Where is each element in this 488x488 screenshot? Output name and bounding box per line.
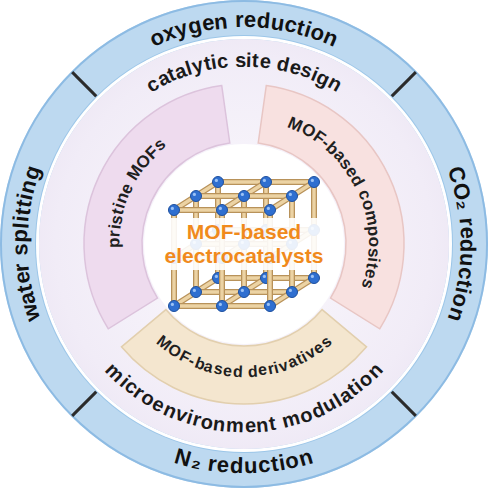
text-glyph: e — [244, 7, 257, 33]
text-glyph: s — [7, 243, 33, 256]
metal-node-highlight — [193, 193, 196, 196]
text-glyph: m — [226, 414, 245, 438]
metal-node-highlight — [267, 207, 270, 210]
metal-node — [239, 287, 250, 298]
text-glyph: s — [234, 48, 246, 71]
lattice-rod-edge — [222, 207, 270, 213]
metal-node — [265, 301, 276, 312]
metal-node-highlight — [171, 207, 174, 210]
text-glyph: n — [213, 8, 229, 35]
text-glyph: u — [454, 252, 480, 267]
metal-node-highlight — [263, 275, 266, 278]
lattice-rod — [174, 304, 222, 307]
metal-node — [169, 301, 180, 312]
text-glyph: p — [7, 229, 33, 243]
text-glyph: p — [104, 237, 124, 248]
metal-node-highlight — [219, 207, 222, 210]
text-glyph: p — [363, 225, 383, 237]
text-glyph: r — [104, 229, 124, 237]
text-glyph: n — [212, 412, 227, 436]
metal-node-highlight — [311, 179, 314, 182]
lattice-rod-edge — [174, 207, 222, 213]
metal-node-highlight — [193, 289, 196, 292]
text-glyph: c — [215, 49, 229, 73]
text-glyph: e — [216, 452, 231, 478]
ring-divider — [390, 72, 416, 98]
ring-divider — [72, 390, 98, 416]
metal-node — [169, 205, 180, 216]
metal-node-highlight — [263, 179, 266, 182]
lattice-rod-edge — [222, 303, 270, 309]
metal-node-highlight — [311, 275, 314, 278]
text-glyph: m — [360, 208, 382, 227]
text-glyph: e — [258, 49, 272, 73]
text-glyph: d — [455, 239, 480, 253]
metal-node-highlight — [241, 289, 244, 292]
text-glyph — [8, 255, 34, 263]
metal-node — [287, 191, 298, 202]
metal-node — [239, 191, 250, 202]
strategy-ring-band: pristine MOFsMOF-based compositesMOF-bas… — [39, 39, 449, 449]
metal-node-highlight — [215, 179, 218, 182]
metal-node — [217, 205, 228, 216]
text-glyph: u — [244, 453, 258, 479]
text-glyph: d — [247, 362, 258, 381]
text-glyph — [243, 363, 248, 381]
metal-node — [261, 177, 272, 188]
metal-node — [191, 287, 202, 298]
metal-node-highlight — [215, 275, 218, 278]
text-glyph: s — [364, 247, 384, 258]
metal-node — [217, 301, 228, 312]
text-glyph: e — [244, 414, 256, 437]
text-glyph — [228, 49, 235, 72]
lattice-rod — [174, 208, 222, 211]
metal-node-highlight — [289, 289, 292, 292]
center-hub: MOF-based electrocatalysts — [144, 144, 344, 344]
lattice-rod — [222, 208, 270, 211]
ring-divider — [390, 390, 416, 416]
metal-node — [191, 191, 202, 202]
text-glyph — [228, 8, 236, 34]
metal-node — [265, 205, 276, 216]
lattice-rod — [222, 304, 270, 307]
metal-node-highlight — [241, 193, 244, 196]
metal-node — [309, 177, 320, 188]
metal-node-highlight — [289, 193, 292, 196]
text-glyph: d — [232, 362, 243, 381]
text-glyph: e — [222, 361, 233, 380]
text-glyph: e — [455, 226, 481, 240]
text-glyph: r — [235, 7, 244, 32]
metal-node — [309, 273, 320, 284]
text-glyph: d — [230, 453, 244, 479]
metal-node — [287, 287, 298, 298]
text-glyph: o — [364, 237, 384, 248]
lattice-rod-edge — [174, 303, 222, 309]
metal-node-highlight — [267, 303, 270, 306]
text-glyph: r — [454, 216, 480, 227]
text-glyph: i — [246, 48, 252, 71]
metal-node-highlight — [171, 303, 174, 306]
center-title: MOF-based electrocatalysts — [154, 218, 334, 270]
strategy-label: microenvironment modulation — [39, 39, 449, 449]
metal-node-highlight — [219, 303, 222, 306]
strategy-label: catalytic site design — [39, 39, 449, 449]
ring-divider — [72, 72, 98, 98]
metal-node — [213, 177, 224, 188]
